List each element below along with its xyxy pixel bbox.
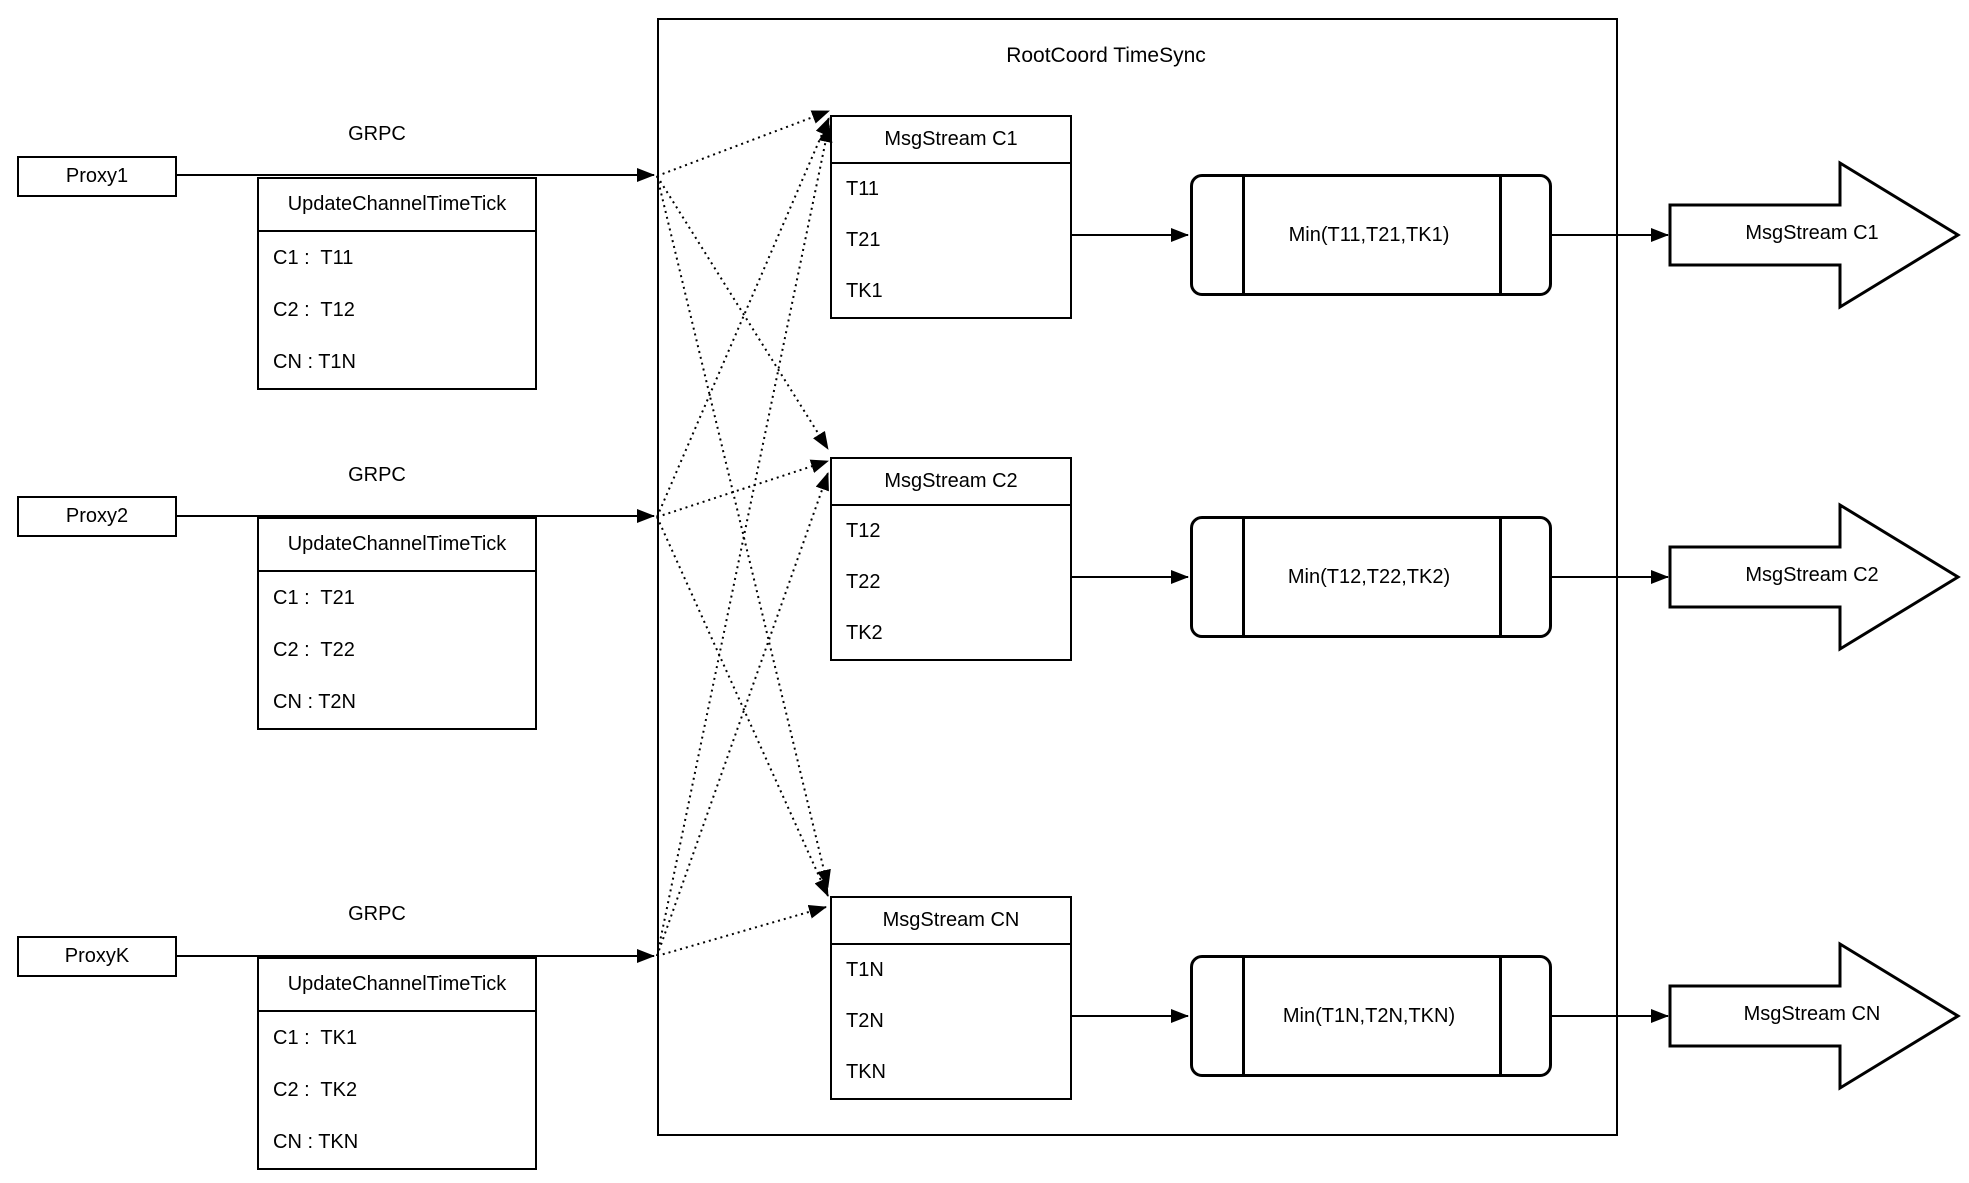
- proxy1-label: Proxy1: [65, 165, 129, 187]
- update-timetick-header-3: UpdateChannelTimeTick: [259, 959, 535, 1012]
- update-timetick-header-2: UpdateChannelTimeTick: [259, 519, 535, 572]
- min-process-c1: Min(T11,T21,TK1): [1190, 174, 1552, 296]
- update-row: C1 : T11: [273, 247, 354, 269]
- msgstream-cn-header: MsgStream CN: [832, 898, 1070, 945]
- proxyk-box: ProxyK: [17, 936, 177, 977]
- stream-row: TKN: [846, 1061, 886, 1083]
- msgstream-c2-table: MsgStream C2 T12 T22 TK2: [830, 457, 1072, 661]
- process-bar: [1499, 519, 1502, 635]
- grpc-label-2: GRPC: [348, 464, 406, 486]
- min-c2-label: Min(T12,T22,TK2): [1287, 565, 1451, 588]
- update-timetick-table-1: UpdateChannelTimeTick C1 : T11 C2 : T12 …: [257, 177, 537, 390]
- msgstream-c1-header: MsgStream C1: [832, 117, 1070, 164]
- stream-row: T1N: [846, 959, 884, 981]
- stream-row: T21: [846, 229, 881, 251]
- update-row: C2 : T22: [273, 639, 355, 661]
- msgstream-c2-header: MsgStream C2: [832, 459, 1070, 506]
- rootcoord-title: RootCoord TimeSync: [1006, 44, 1206, 67]
- update-row: C1 : TK1: [273, 1027, 358, 1049]
- process-bar: [1499, 958, 1502, 1074]
- update-row: CN : T2N: [273, 691, 356, 713]
- min-process-c2: Min(T12,T22,TK2): [1190, 516, 1552, 638]
- stream-row: TK2: [846, 622, 883, 644]
- stream-row: TK1: [846, 280, 883, 302]
- stream-row: T12: [846, 520, 881, 542]
- update-timetick-table-3: UpdateChannelTimeTick C1 : TK1 C2 : TK2 …: [257, 957, 537, 1170]
- grpc-label-1: GRPC: [348, 123, 406, 145]
- update-timetick-table-2: UpdateChannelTimeTick C1 : T21 C2 : T22 …: [257, 517, 537, 730]
- process-bar: [1242, 519, 1245, 635]
- msgstream-c2-out-label: MsgStream C2: [1745, 564, 1879, 586]
- min-process-cn: Min(T1N,T2N,TKN): [1190, 955, 1552, 1077]
- msgstream-cn-out-label: MsgStream CN: [1743, 1003, 1881, 1025]
- stream-row: T2N: [846, 1010, 884, 1032]
- process-bar: [1499, 177, 1502, 293]
- msgstream-cn-table: MsgStream CN T1N T2N TKN: [830, 896, 1072, 1100]
- update-timetick-header-1: UpdateChannelTimeTick: [259, 179, 535, 232]
- proxy2-box: Proxy2: [17, 496, 177, 537]
- proxyk-label: ProxyK: [64, 945, 130, 967]
- msgstream-c1-out-label: MsgStream C1: [1745, 222, 1879, 244]
- grpc-label-3: GRPC: [348, 903, 406, 925]
- stream-row: T11: [846, 178, 879, 200]
- proxy2-label: Proxy2: [65, 505, 129, 527]
- stream-row: T22: [846, 571, 881, 593]
- update-row: CN : TKN: [273, 1131, 359, 1153]
- proxy1-box: Proxy1: [17, 156, 177, 197]
- msgstream-c1-table: MsgStream C1 T11 T21 TK1: [830, 115, 1072, 319]
- update-row: C1 : T21: [273, 587, 355, 609]
- min-c1-label: Min(T11,T21,TK1): [1288, 223, 1450, 246]
- process-bar: [1242, 958, 1245, 1074]
- min-cn-label: Min(T1N,T2N,TKN): [1282, 1004, 1456, 1027]
- update-row: C2 : T12: [273, 299, 355, 321]
- process-bar: [1242, 177, 1245, 293]
- update-row: C2 : TK2: [273, 1079, 358, 1101]
- update-row: CN : T1N: [273, 351, 356, 373]
